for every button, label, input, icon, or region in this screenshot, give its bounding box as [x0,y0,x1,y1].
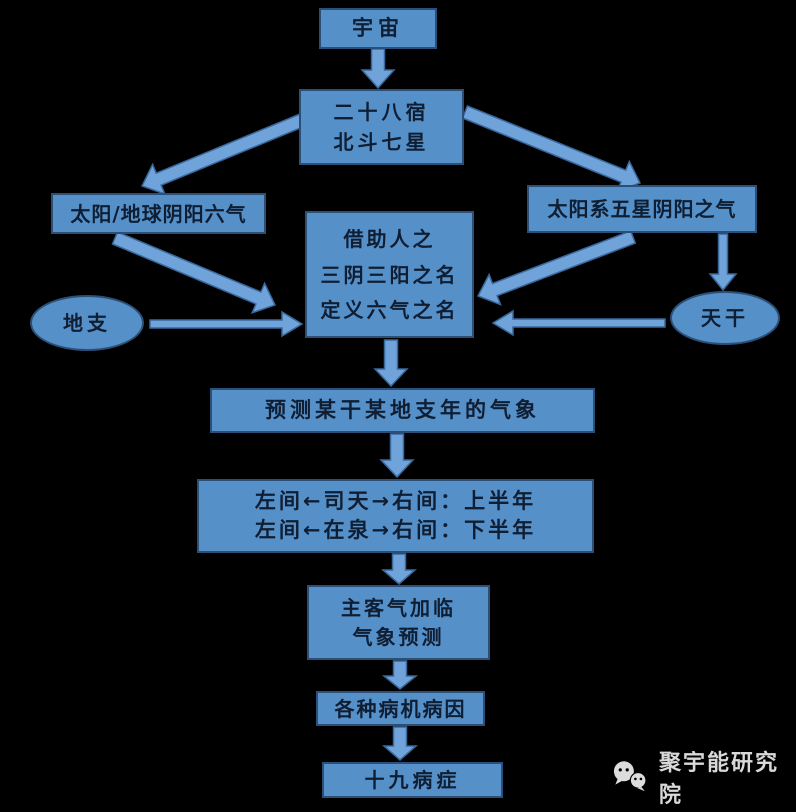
arrow-host-guest-forecast-to-pathogenesis [381,660,419,690]
arrow-forecast-weather-to-sitian-zaiquan [379,433,415,479]
node-label: 宇宙 [352,15,404,40]
node-label: 各种病机病因 [334,696,467,721]
node-earthly-branches: 地支 [30,295,144,351]
arrow-constellations-to-solar-five-stars [461,105,642,193]
arrow-earthly-branches-to-naming-six-qi [149,310,304,338]
node-pathogenesis: 各种病机病因 [316,691,485,726]
arrow-heavenly-stems-to-naming-six-qi [491,309,666,337]
arrow-universe-to-constellations [360,48,396,90]
node-naming-six-qi: 借助人之 三阴三阳之名 定义六气之名 [305,211,474,338]
node-sitian-zaiquan: 左间←司天→右间：上半年 左间←在泉→右间：下半年 [197,479,594,553]
wechat-icon [613,761,647,792]
node-label: 借助人之 [343,227,436,252]
node-label: 地支 [63,311,111,335]
node-label: 预测某干某地支年的气象 [265,397,540,422]
node-label: 二十八宿 [333,100,430,124]
node-universe: 宇宙 [319,8,437,49]
arrow-constellations-to-sun-earth-six-qi [140,112,309,196]
node-heavenly-stems: 天干 [670,291,780,345]
node-label: 三阴三阳之名 [320,262,459,287]
node-label: 北斗七星 [333,130,430,154]
node-solar-five-stars: 太阳系五星阴阳之气 [527,185,757,233]
node-label: 定义六气之名 [320,297,459,322]
arrow-sun-earth-six-qi-to-naming-six-qi [111,231,277,315]
node-label: 十九病症 [364,768,461,792]
arrow-pathogenesis-to-nineteen-syndromes [382,726,418,761]
node-label: 左间←在泉→右间：下半年 [254,518,537,543]
node-host-guest-forecast: 主客气加临 气象预测 [307,585,490,660]
node-label: 主客气加临 [341,595,456,620]
node-constellations: 二十八宿 北斗七星 [299,89,464,165]
watermark-label: 聚宇能研究院 [659,751,780,808]
node-label: 左间←司天→右间：上半年 [254,488,537,513]
arrow-solar-five-stars-to-heavenly-stems [708,233,738,292]
node-label: 太阳系五星阴阳之气 [547,197,737,221]
node-sun-earth-six-qi: 太阳/地球阴阳六气 [51,193,266,234]
node-label: 气象预测 [352,625,445,650]
node-label: 太阳/地球阴阳六气 [70,201,247,226]
watermark: 聚宇能研究院 [612,751,796,808]
arrow-solar-five-stars-to-naming-six-qi [476,229,637,306]
node-label: 天干 [701,306,749,330]
arrow-sitian-zaiquan-to-host-guest-forecast [381,553,417,585]
node-nineteen-syndromes: 十九病症 [322,762,503,798]
node-forecast-weather: 预测某干某地支年的气象 [210,388,595,433]
arrow-naming-six-qi-to-forecast-weather [373,339,409,388]
